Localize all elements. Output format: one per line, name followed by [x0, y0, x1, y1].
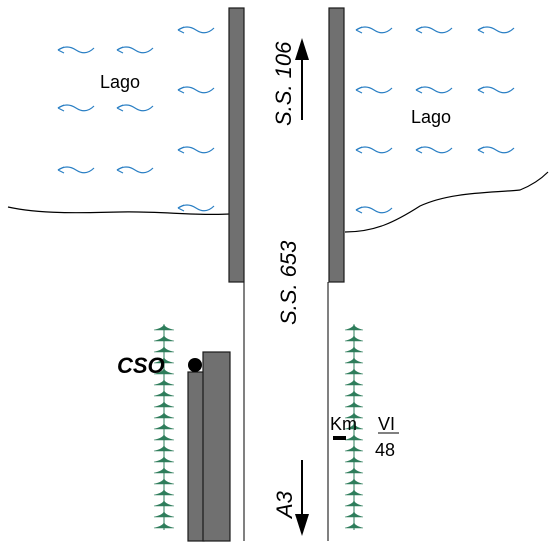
- barrier-right: [328, 7, 345, 283]
- wave-arrow-left-icon: [177, 86, 215, 94]
- grass-tuft-icon: [153, 422, 175, 430]
- grass-tuft-icon: [153, 488, 175, 496]
- wave-arrow-left-icon: [355, 146, 393, 154]
- grass-tuft-icon: [344, 367, 364, 375]
- wave-arrow-left-icon: [57, 46, 95, 54]
- grass-tuft-icon: [344, 389, 364, 397]
- wave-arrow-left-icon: [355, 86, 393, 94]
- grass-tuft-icon: [344, 422, 364, 430]
- wave-arrow-left-icon: [477, 146, 515, 154]
- grass-tuft-icon: [344, 477, 364, 485]
- road-label-a3: A3: [272, 490, 297, 520]
- filled-circle-icon: [188, 358, 202, 372]
- wave-arrow-left-icon: [116, 46, 154, 54]
- km-denominator: 48: [375, 440, 395, 460]
- station-block-outer: [202, 351, 231, 542]
- lake-label-right: Lago: [411, 107, 451, 127]
- grass-tuft-icon: [153, 477, 175, 485]
- wave-arrow-left-icon: [415, 146, 453, 154]
- km-label: Km: [330, 414, 357, 434]
- grass-tuft-icon: [153, 323, 175, 331]
- grass-tuft-icon: [153, 455, 175, 463]
- grass-tuft-icon: [344, 323, 364, 331]
- lake-label-left: Lago: [100, 72, 140, 92]
- shoreline-left: [7, 206, 231, 216]
- grass-tuft-icon: [344, 499, 364, 507]
- wave-arrow-left-icon: [177, 146, 215, 154]
- grass-tuft-icon: [344, 356, 364, 364]
- wave-arrow-left-icon: [477, 26, 515, 34]
- wave-arrow-left-icon: [355, 206, 393, 214]
- road-label-ss653: S.S. 653: [276, 240, 301, 325]
- km-numerator: VI: [378, 414, 395, 434]
- grass-tuft-icon: [153, 334, 175, 342]
- shoreline-right: [344, 171, 549, 233]
- grass-tuft-icon: [153, 411, 175, 419]
- grass-tuft-icon: [153, 444, 175, 452]
- grass-tuft-icon: [153, 521, 175, 529]
- wave-arrow-left-icon: [177, 204, 215, 212]
- road-label-ss106: S.S. 106: [271, 41, 296, 126]
- wave-arrow-left-icon: [57, 104, 95, 112]
- wave-arrow-left-icon: [57, 166, 95, 174]
- grass-tuft-icon: [344, 400, 364, 408]
- wave-arrow-left-icon: [415, 26, 453, 34]
- arrow-down-icon: [295, 460, 309, 536]
- grass-tuft-icon: [344, 444, 364, 452]
- vegetation-right: [344, 323, 364, 530]
- wave-arrow-left-icon: [477, 86, 515, 94]
- grass-tuft-icon: [153, 389, 175, 397]
- grass-tuft-icon: [153, 356, 175, 364]
- grass-tuft-icon: [344, 433, 364, 441]
- vegetation-left: [153, 323, 175, 530]
- grass-tuft-icon: [344, 334, 364, 342]
- grass-tuft-icon: [344, 411, 364, 419]
- grass-tuft-icon: [344, 455, 364, 463]
- wave-arrow-left-icon: [415, 86, 453, 94]
- arrow-up-icon: [295, 38, 309, 120]
- tick-bar-icon: [333, 436, 346, 440]
- grass-tuft-icon: [344, 466, 364, 474]
- barrier-left: [228, 7, 245, 283]
- grass-tuft-icon: [344, 521, 364, 529]
- grass-tuft-icon: [344, 488, 364, 496]
- wave-arrow-left-icon: [116, 166, 154, 174]
- grass-tuft-icon: [153, 499, 175, 507]
- grass-tuft-icon: [344, 510, 364, 518]
- grass-tuft-icon: [153, 433, 175, 441]
- grass-tuft-icon: [344, 345, 364, 353]
- wave-arrow-left-icon: [116, 104, 154, 112]
- wave-arrow-left-icon: [177, 26, 215, 34]
- grass-tuft-icon: [153, 345, 175, 353]
- grass-tuft-icon: [153, 510, 175, 518]
- grass-tuft-icon: [344, 378, 364, 386]
- grass-tuft-icon: [153, 466, 175, 474]
- grass-tuft-icon: [153, 378, 175, 386]
- grass-tuft-icon: [153, 400, 175, 408]
- grass-tuft-icon: [153, 367, 175, 375]
- wave-arrow-left-icon: [355, 26, 393, 34]
- station-label: CSO: [117, 353, 165, 378]
- station-block-inner: [187, 371, 205, 542]
